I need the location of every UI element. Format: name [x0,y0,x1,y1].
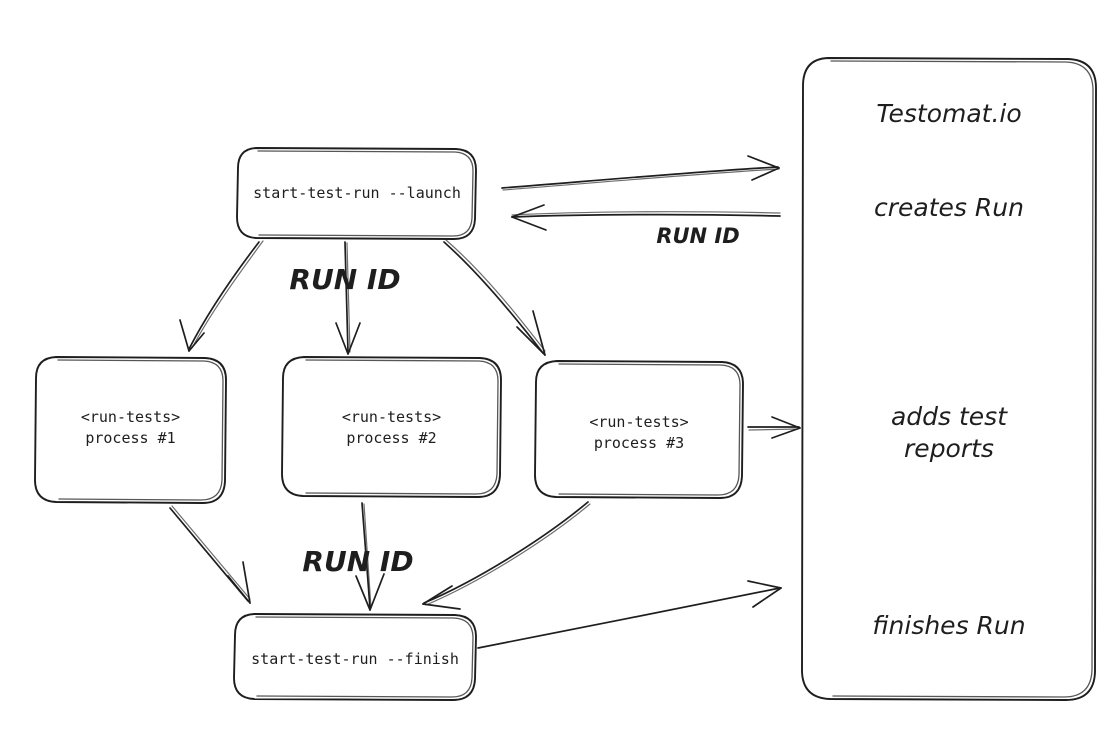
process1-node-label-line1: <run-tests> [80,408,181,426]
process2-node-label-line2: process #2 [346,429,437,447]
process2-node-label-line1: <run-tests> [341,408,442,426]
process1-node-label-line2: process #1 [85,429,176,447]
edge-label-run-id-return: RUN ID [656,224,740,248]
edge-process3-to-panel [747,416,801,439]
process3-node-label-line2: process #3 [593,434,685,452]
edge-launch-to-panel [501,155,780,191]
edge-finish-to-panel [477,580,782,649]
panel-title-testomat: Testomat.io [876,99,1022,128]
edge-label-run-id-fanout: RUN ID [289,263,401,296]
edge-launch-to-process3 [443,239,546,356]
panel-creates-run: creates Run [874,193,1024,222]
panel-adds-test-reports: adds test reports [890,402,1008,463]
edge-process3-to-finish [422,501,591,610]
edge-label-run-id-fanin: RUN ID [302,545,414,578]
edge-process1-to-finish [169,505,251,604]
panel-finishes-run: finishes Run [872,611,1026,640]
process3-node-label-line1: <run-tests> [589,413,689,431]
service-panel-shape[interactable] [801,57,1097,701]
edge-launch-to-process1 [179,240,264,352]
edge-launch-to-process2 [335,241,361,355]
finish-node-label: start-test-run --finish [251,650,459,668]
launch-node-label: start-test-run --launch [253,184,461,202]
